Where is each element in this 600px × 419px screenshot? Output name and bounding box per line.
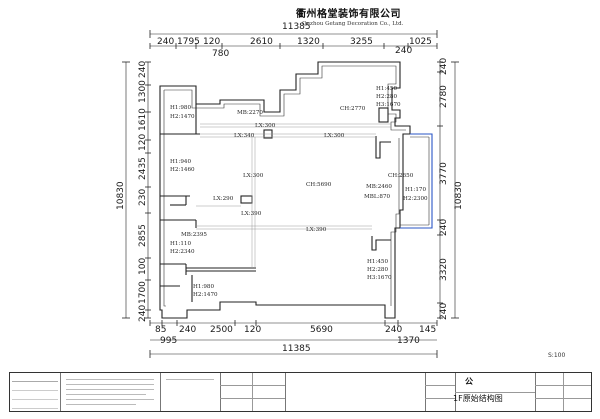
label-lx-290: LX:290 xyxy=(213,196,234,202)
label-mbl-870: MBL:870 xyxy=(364,194,391,200)
tb-cell-info-1 xyxy=(10,373,61,411)
column-mid xyxy=(240,195,253,204)
left-dimension-chain: 10830 240 1300 1610 120 2435 230 2855 10… xyxy=(116,61,151,322)
label-h1-940: H1:940 xyxy=(170,159,191,165)
label-lx-340: LX:340 xyxy=(234,133,255,139)
label-lx-390-a: LX:390 xyxy=(241,211,262,217)
left-dim-6: 230 xyxy=(138,189,148,206)
right-total-dim: 10830 xyxy=(454,181,464,210)
right-dimension-chain: 240 2780 3770 240 3320 240 10830 xyxy=(437,58,464,320)
label-h1-450-bot: H1:450 xyxy=(367,259,388,265)
drawing-scale: S:100 xyxy=(548,352,566,359)
bottom-dim-1: 85 xyxy=(155,325,166,335)
top-dim-1: 240 xyxy=(157,37,174,47)
label-mb-2460: MB:2460 xyxy=(366,184,392,190)
tb-cell-notes xyxy=(60,373,161,411)
left-dim-2: 1300 xyxy=(138,80,148,103)
bottom-dim-3: 2500 xyxy=(210,325,233,335)
top-dim-7: 3255 xyxy=(350,37,373,47)
label-lx-300-a: LX:300 xyxy=(255,123,276,129)
label-h2-280-top: H2:280 xyxy=(376,94,397,100)
top-total-dim: 11385 xyxy=(282,22,311,32)
tb-cell-title xyxy=(455,373,536,411)
label-h1-980-top: H1:980 xyxy=(170,105,191,111)
bottom-dim-8: 995 xyxy=(160,336,177,346)
label-h1-450-top: H1:450 xyxy=(376,86,397,92)
label-h2-1470-top: H2:1470 xyxy=(170,114,195,120)
top-dim-8: 240 xyxy=(395,46,412,56)
left-dim-9: 1700 xyxy=(138,281,148,304)
label-ch-2770: CH:2770 xyxy=(340,106,366,112)
company-name-en: Quzhou Getang Decoration Co., Ltd. xyxy=(302,21,404,27)
bottom-dimension-chain: 85 240 2500 120 5690 240 145 995 1370 11… xyxy=(149,320,438,358)
label-ch-2650: CH:2650 xyxy=(388,173,414,179)
exterior-walls xyxy=(159,61,433,319)
left-dim-8: 100 xyxy=(138,258,148,275)
top-dim-6: 1320 xyxy=(297,37,320,47)
label-lx-300-b: LX:300 xyxy=(324,133,345,139)
label-h2-2300: H2:2300 xyxy=(403,196,428,202)
right-dim-2: 2780 xyxy=(439,85,449,108)
label-h1-980-bot: H1:980 xyxy=(193,284,214,290)
bottom-dim-2: 240 xyxy=(179,325,196,335)
top-dim-5: 2610 xyxy=(250,37,273,47)
interior-walls xyxy=(160,104,391,302)
title-block xyxy=(9,372,592,412)
label-ch-5690: CH:5690 xyxy=(306,182,332,188)
top-dim-3: 120 xyxy=(203,37,220,47)
tb-cell-company xyxy=(285,373,426,411)
bottom-dim-9: 1370 xyxy=(397,336,420,346)
top-dimension-chain: 11385 240 1795 120 780 2610 1320 3255 24… xyxy=(149,22,438,59)
bottom-dim-4: 120 xyxy=(244,325,261,335)
right-dim-4: 240 xyxy=(439,219,449,236)
label-mb-2270: MB:2270 xyxy=(237,110,263,116)
left-dim-3: 1610 xyxy=(138,108,148,131)
column-right xyxy=(378,107,389,123)
label-h2-1460: H2:1460 xyxy=(170,167,195,173)
left-dim-10: 240 xyxy=(138,305,148,322)
left-total-dim: 10830 xyxy=(116,181,126,210)
label-h1-110: H1:110 xyxy=(170,241,191,247)
top-dim-9: 1025 xyxy=(409,37,432,47)
label-h2-280-bot: H2:280 xyxy=(367,267,388,273)
tb-cell-sheet xyxy=(535,373,591,411)
title-block-heading: 公 xyxy=(464,376,474,387)
tb-cell-info-2 xyxy=(160,373,221,411)
bottom-dim-5: 5690 xyxy=(310,325,333,335)
label-lx-300-c: LX:300 xyxy=(243,173,264,179)
left-dim-7: 2855 xyxy=(138,224,148,247)
right-dim-3: 3770 xyxy=(439,162,449,185)
bottom-dim-6: 240 xyxy=(385,325,402,335)
top-dim-2: 1795 xyxy=(177,37,200,47)
top-dim-4: 780 xyxy=(212,49,229,59)
company-name-cn: 衢州格堂装饰有限公司 xyxy=(296,9,401,20)
label-h3-1670-top: H3:1670 xyxy=(376,102,401,108)
tb-cell-meta xyxy=(425,373,456,411)
tb-cell-info-3 xyxy=(220,373,286,411)
label-lx-390-b: LX:390 xyxy=(306,227,327,233)
beam-lines xyxy=(196,123,391,268)
label-h3-1670-bot: H3:1670 xyxy=(367,275,392,281)
room-annotations: H1:980 H2:1470 MB:2270 CH:2770 H1:450 H2… xyxy=(170,86,428,298)
left-dim-1: 240 xyxy=(138,61,148,78)
right-dim-5: 3320 xyxy=(439,258,449,281)
right-dim-1: 240 xyxy=(439,58,449,75)
bottom-total-dim: 11385 xyxy=(282,344,311,354)
drawing-title: 1F原始结构图 xyxy=(453,394,503,403)
bottom-dim-7: 145 xyxy=(419,325,436,335)
label-mb-2395: MB:2395 xyxy=(181,232,207,238)
glass-wall xyxy=(400,133,433,229)
right-dim-6: 240 xyxy=(439,303,449,320)
left-dim-4: 120 xyxy=(138,134,148,151)
label-h1-170: H1:170 xyxy=(405,187,426,193)
label-h2-2340: H2:2340 xyxy=(170,249,195,255)
label-h2-1470-bot: H2:1470 xyxy=(193,292,218,298)
left-dim-5: 2435 xyxy=(138,157,148,180)
